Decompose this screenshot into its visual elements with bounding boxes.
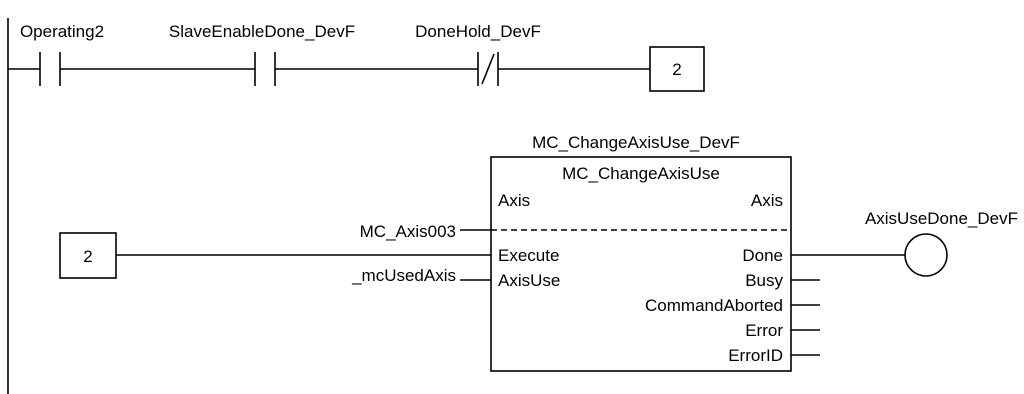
output-error: Error: [745, 321, 783, 340]
output-busy: Busy: [745, 271, 783, 290]
connector-box-in[interactable]: 2: [59, 232, 117, 279]
output-commandaborted: CommandAborted: [645, 296, 783, 315]
rung-1: Operating2 SlaveEnableDone_DevF DoneHold…: [8, 22, 705, 92]
axisuse-variable[interactable]: _mcUsedAxis: [351, 266, 456, 285]
axis-variable[interactable]: MC_Axis003: [360, 222, 456, 241]
coil-label: AxisUseDone_DevF: [865, 209, 1018, 228]
instance-name: MC_ChangeAxisUse_DevF: [532, 133, 740, 152]
contact-slaveenabledone[interactable]: SlaveEnableDone_DevF: [169, 22, 355, 86]
connector-box-out[interactable]: 2: [649, 46, 705, 92]
output-errorid: ErrorID: [728, 346, 783, 365]
contact-operating2-label: Operating2: [20, 22, 104, 41]
function-block-mc-changeaxisuse[interactable]: MC_ChangeAxisUse Axis Axis Execute AxisU…: [490, 156, 792, 372]
contact-slaveenabledone-label: SlaveEnableDone_DevF: [169, 22, 355, 41]
inout-axis-left: Axis: [498, 191, 530, 210]
connector-out-label: 2: [672, 60, 681, 79]
block-type-label: MC_ChangeAxisUse: [562, 164, 720, 183]
rung-2: 2 MC_ChangeAxisUse_DevF MC_ChangeAxisUse…: [59, 133, 1018, 372]
coil-axisusedone[interactable]: AxisUseDone_DevF: [865, 209, 1018, 277]
input-axisuse: AxisUse: [498, 271, 560, 290]
input-execute: Execute: [498, 246, 559, 265]
connector-in-label: 2: [83, 247, 92, 266]
output-done: Done: [742, 246, 783, 265]
inout-axis-right: Axis: [751, 191, 783, 210]
contact-operating2[interactable]: Operating2: [20, 22, 104, 86]
contact-donehold-label: DoneHold_DevF: [415, 22, 541, 41]
contact-donehold[interactable]: DoneHold_DevF: [415, 22, 541, 86]
